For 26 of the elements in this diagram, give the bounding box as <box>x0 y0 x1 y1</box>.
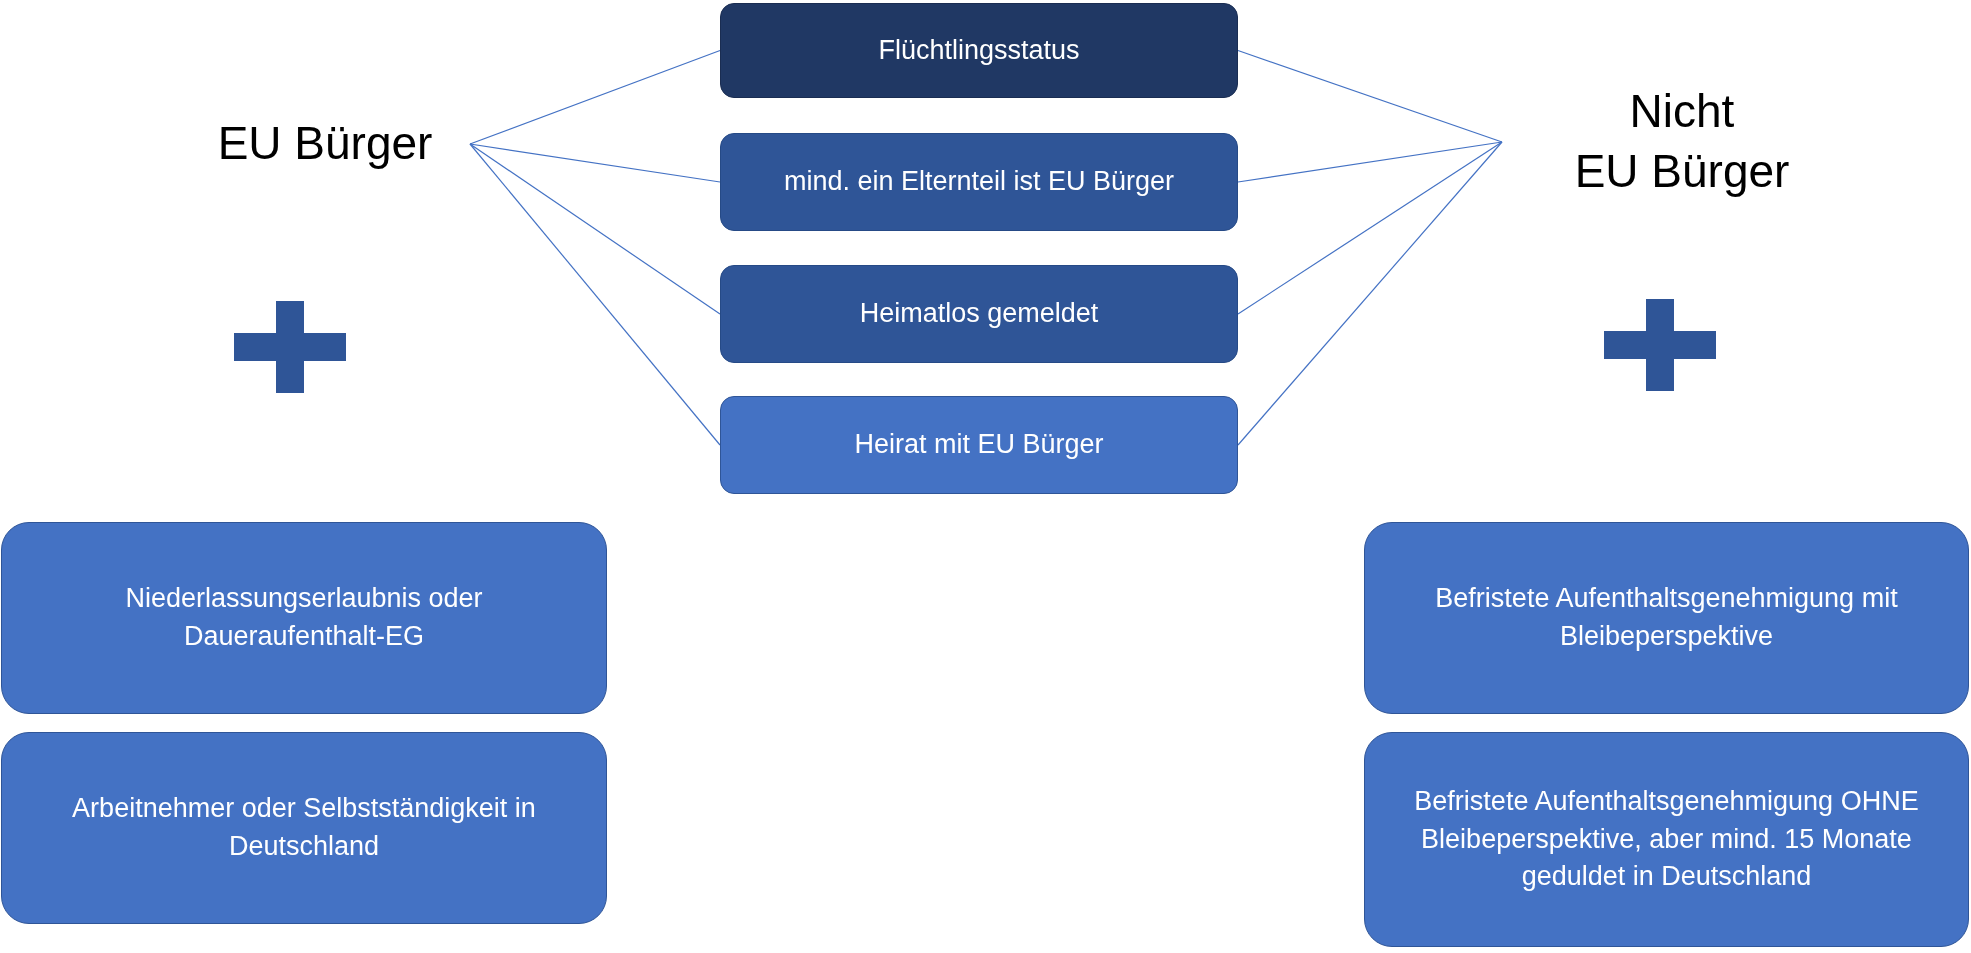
box-label: Heimatlos gemeldet <box>859 297 1099 331</box>
box-label: Befristete Aufenthaltsgenehmigung OHNE Bleibeperspektive, aber mind. 15 Monate geduldet in Deutschland <box>1413 784 1920 894</box>
process-box <box>720 3 1238 98</box>
box-label: Flüchtlingsstatus <box>878 33 1080 67</box>
box-label: Niederlassungserlaubnis oder Daueraufenthalt-EG <box>124 582 484 653</box>
heading-text: Nicht EU Bürger <box>1502 80 1862 204</box>
process-box <box>720 265 1238 363</box>
connector-line <box>469 49 721 145</box>
box-label: Heirat mit EU Bürger <box>854 428 1104 462</box>
heading-text: EU Bürger <box>180 108 470 180</box>
box-label: mind. ein Elternteil ist EU Bürger <box>783 165 1175 199</box>
connector-line <box>1237 141 1503 183</box>
connector-line <box>469 143 721 446</box>
process-box <box>720 396 1238 494</box>
connector-line <box>1237 49 1503 143</box>
process-box <box>720 133 1238 231</box>
process-box <box>1 522 607 714</box>
connector-line <box>1237 141 1503 446</box>
box-label: Befristete Aufenthaltsgenehmigung mit Bleibeperspektive <box>1434 582 1899 653</box>
process-box <box>1364 522 1969 714</box>
connector-line <box>1237 141 1503 315</box>
connector-line <box>469 143 721 183</box>
process-box <box>1364 732 1969 947</box>
connector-line <box>469 143 721 315</box>
process-box <box>1 732 607 924</box>
box-label: Arbeitnehmer oder Selbstständigkeit in Deutschland <box>71 792 537 863</box>
